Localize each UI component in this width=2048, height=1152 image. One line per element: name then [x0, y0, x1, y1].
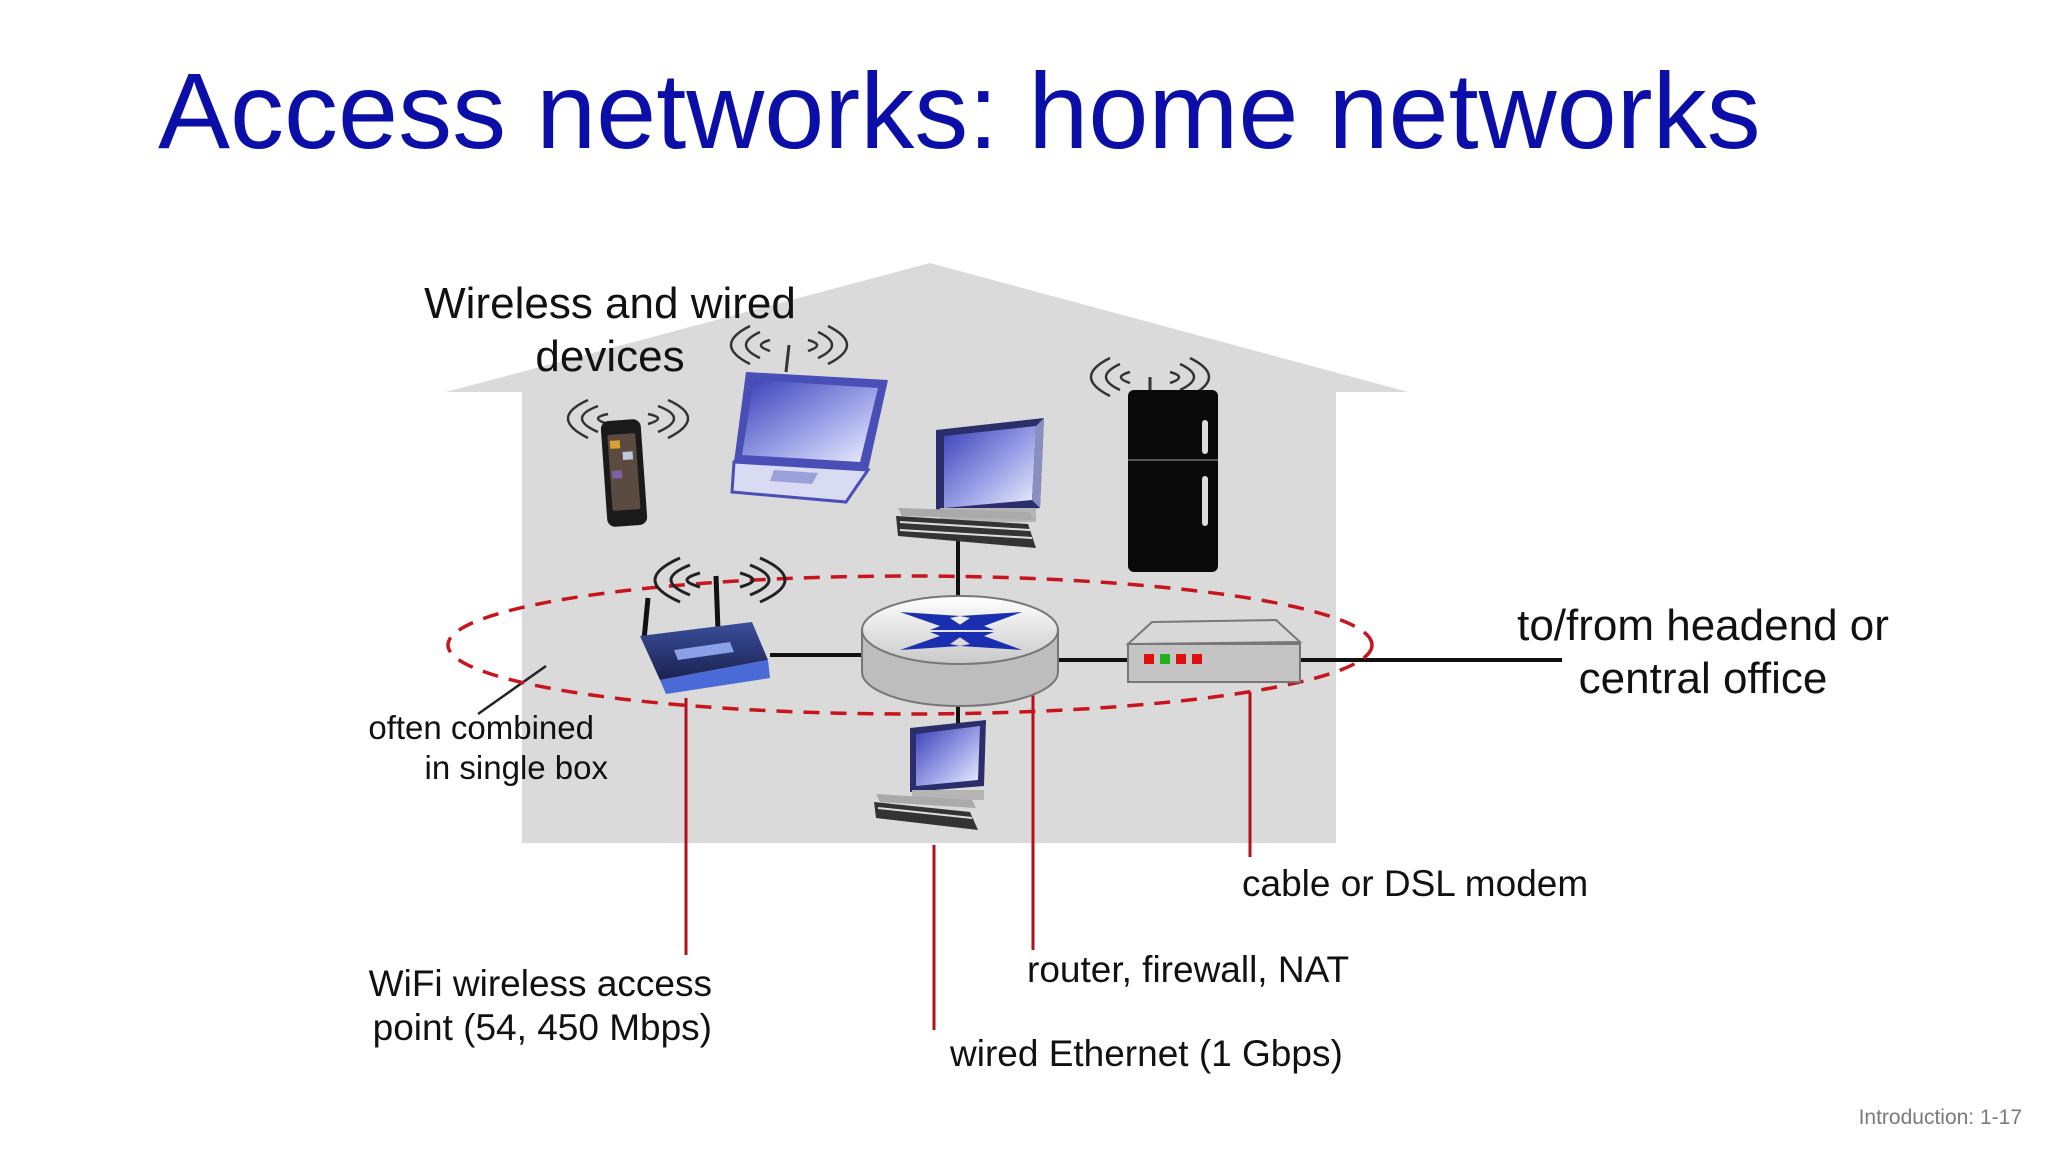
devices-label: Wireless and wired devices — [400, 278, 820, 384]
wireless-router-icon — [640, 556, 787, 694]
devices-label-line-1: Wireless and wired — [424, 279, 796, 328]
modem-icon — [1125, 618, 1303, 683]
wifi-label: WiFi wireless access point (54, 450 Mbps… — [300, 962, 712, 1051]
combined-label-line-1: often combined — [368, 709, 594, 746]
slide-footer: Introduction: 1-17 — [1858, 1106, 2022, 1129]
desktop-computer-icon — [896, 418, 1044, 548]
wifi-label-line-2: point (54, 450 Mbps) — [372, 1007, 712, 1049]
wifi-label-line-1: WiFi wireless access — [368, 963, 712, 1004]
devices-label-line-2: devices — [535, 331, 685, 381]
phone-icon — [566, 398, 690, 527]
desktop-computer-icon — [874, 720, 986, 830]
refrigerator-icon — [1089, 356, 1218, 572]
laptop-icon — [729, 324, 888, 504]
modem-label: cable or DSL modem — [1242, 863, 1589, 904]
headend-label: to/from headend or central office — [1488, 600, 1918, 706]
router-icon — [861, 595, 1059, 707]
combined-label: often combined in single box — [300, 708, 608, 787]
combined-callout-line — [477, 664, 547, 716]
callout-lines — [684, 692, 1252, 1030]
router-label: router, firewall, NAT — [1027, 949, 1350, 990]
wifi-signal-icon — [729, 324, 849, 373]
combined-box-ellipse — [446, 574, 1374, 716]
slide-title: Access networks: home networks — [158, 50, 1761, 171]
combined-label-line-2: in single box — [424, 748, 608, 786]
wifi-signal-icon — [1089, 356, 1211, 398]
headend-label-line-2: central office — [1578, 653, 1828, 703]
ethernet-label: wired Ethernet (1 Gbps) — [950, 1033, 1343, 1074]
wifi-signal-icon — [653, 556, 787, 604]
headend-label-line-1: to/from headend or — [1517, 601, 1889, 650]
